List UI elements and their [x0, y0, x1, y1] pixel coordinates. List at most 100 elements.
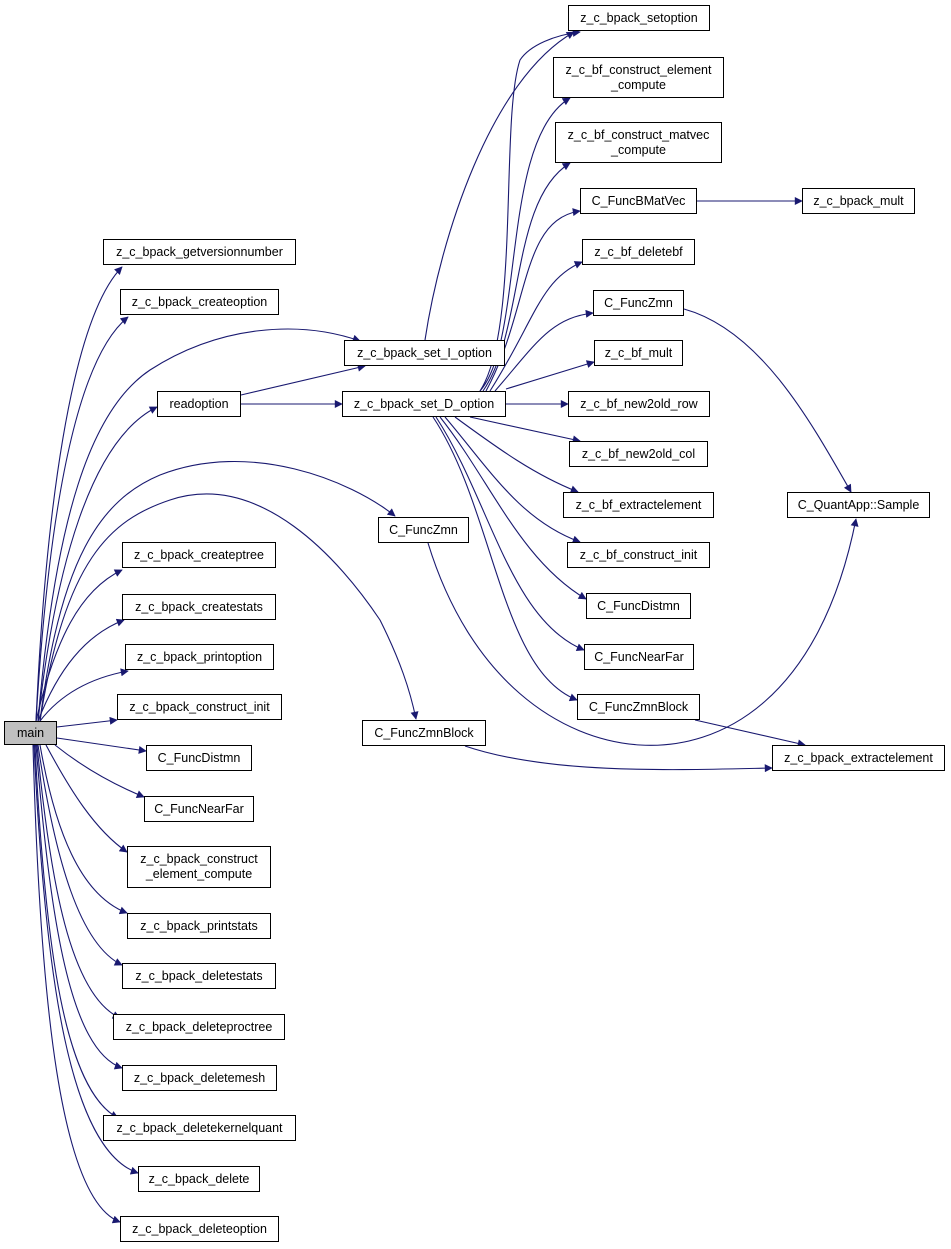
- node-setoption[interactable]: z_c_bpack_setoption: [568, 5, 710, 31]
- node-funcnearfar_r[interactable]: C_FuncNearFar: [584, 644, 694, 670]
- node-label: z_c_bf_mult: [604, 345, 673, 360]
- node-label: z_c_bpack_getversionnumber: [116, 244, 283, 259]
- node-label: z_c_bpack_deletekernelquant: [116, 1120, 283, 1135]
- node-funczmn_r[interactable]: C_FuncZmn: [593, 290, 684, 316]
- node-createstats[interactable]: z_c_bpack_createstats: [122, 594, 276, 620]
- node-label: C_FuncNearFar: [594, 649, 684, 664]
- node-label: z_c_bpack_mult: [813, 193, 904, 208]
- node-bf_cmc[interactable]: z_c_bf_construct_matvec _compute: [555, 122, 722, 163]
- node-bpack_extract[interactable]: z_c_bpack_extractelement: [772, 745, 945, 771]
- edge-set_I-to-setoption: [424, 31, 575, 341]
- edge-readoption-to-set_I: [240, 363, 366, 396]
- edge-set_D-to-bf_n2o_col: [469, 416, 581, 444]
- edge-set_D-to-bf_cinit: [444, 416, 581, 544]
- edge-set_D-to-setoption: [479, 28, 581, 392]
- edge-main-to-delete: [33, 744, 139, 1175]
- node-label: z_c_bpack_createptree: [134, 547, 264, 562]
- node-label: z_c_bpack_deleteoption: [132, 1221, 267, 1236]
- node-bf_cinit[interactable]: z_c_bf_construct_init: [567, 542, 710, 568]
- node-quantapp_sample[interactable]: C_QuantApp::Sample: [787, 492, 930, 518]
- node-label: C_QuantApp::Sample: [797, 497, 920, 512]
- node-label: z_c_bpack_deletestats: [135, 968, 263, 983]
- edge-set_D-to-bf_deletebf: [489, 261, 583, 392]
- edge-set_D-to-bf_mult: [505, 360, 595, 390]
- node-set_I[interactable]: z_c_bpack_set_I_option: [344, 340, 505, 366]
- node-label: z_c_bf_construct_element _compute: [565, 62, 712, 92]
- edge-funczmnblock_r-to-bpack_extract: [694, 719, 806, 748]
- node-main[interactable]: main: [4, 721, 57, 745]
- edge-main-to-readoption: [37, 406, 158, 722]
- node-label: C_FuncNearFar: [154, 801, 244, 816]
- node-bf_n2o_col[interactable]: z_c_bf_new2old_col: [569, 441, 708, 467]
- edge-main-to-construct_init: [56, 716, 118, 728]
- node-deletekernelquant[interactable]: z_c_bpack_deletekernelquant: [103, 1115, 296, 1141]
- node-bf_mult[interactable]: z_c_bf_mult: [594, 340, 683, 366]
- node-funcdistmn_r[interactable]: C_FuncDistmn: [586, 593, 691, 619]
- node-label: z_c_bpack_printstats: [140, 918, 258, 933]
- node-label: z_c_bpack_deleteproctree: [125, 1019, 273, 1034]
- node-label: C_FuncZmn: [604, 295, 673, 310]
- node-createptree[interactable]: z_c_bpack_createptree: [122, 542, 276, 568]
- node-label: z_c_bf_construct_matvec _compute: [567, 127, 710, 157]
- node-funczmn_mid[interactable]: C_FuncZmn: [378, 517, 469, 543]
- node-label: z_c_bpack_printoption: [136, 649, 263, 664]
- edge-set_D-to-bf_extract: [454, 416, 579, 494]
- node-label: readoption: [169, 396, 229, 411]
- node-label: z_c_bf_construct_init: [579, 547, 698, 562]
- edge-main-to-funczmnblock_mid: [39, 493, 419, 722]
- node-label: z_c_bpack_setoption: [580, 10, 698, 25]
- edge-main-to-set_I: [37, 328, 361, 722]
- node-construct_elem[interactable]: z_c_bpack_construct _element_compute: [127, 846, 271, 888]
- node-createoption[interactable]: z_c_bpack_createoption: [120, 289, 279, 315]
- node-printoption[interactable]: z_c_bpack_printoption: [125, 644, 274, 670]
- node-deletemesh[interactable]: z_c_bpack_deletemesh: [122, 1065, 277, 1091]
- node-funcnearfar_l[interactable]: C_FuncNearFar: [144, 796, 254, 822]
- node-deletestats[interactable]: z_c_bpack_deletestats: [122, 963, 276, 989]
- node-bf_n2o_row[interactable]: z_c_bf_new2old_row: [568, 391, 710, 417]
- node-label: z_c_bpack_createoption: [131, 294, 268, 309]
- edge-main-to-printstats: [39, 744, 128, 915]
- node-label: z_c_bpack_createstats: [135, 599, 263, 614]
- edge-main-to-createstats: [37, 618, 125, 722]
- node-label: C_FuncZmn: [389, 522, 458, 537]
- edge-set_D-to-funczmnblock_r: [432, 416, 578, 702]
- node-construct_init[interactable]: z_c_bpack_construct_init: [117, 694, 282, 720]
- node-label: z_c_bf_deletebf: [594, 244, 683, 259]
- node-printstats[interactable]: z_c_bpack_printstats: [127, 913, 271, 939]
- node-label: C_FuncZmnBlock: [588, 699, 689, 714]
- node-label: z_c_bpack_delete: [148, 1171, 250, 1186]
- node-bpack_mult[interactable]: z_c_bpack_mult: [802, 188, 915, 214]
- node-label: main: [16, 725, 45, 740]
- node-label: z_c_bpack_set_I_option: [357, 345, 492, 360]
- node-readoption[interactable]: readoption: [157, 391, 241, 417]
- node-funczmnblock_mid[interactable]: C_FuncZmnBlock: [362, 720, 486, 746]
- node-delete[interactable]: z_c_bpack_delete: [138, 1166, 260, 1192]
- node-label: z_c_bf_extractelement: [575, 497, 702, 512]
- edge-main-to-deleteproctree: [36, 744, 121, 1019]
- node-funcdistmn_l[interactable]: C_FuncDistmn: [146, 745, 252, 771]
- node-label: C_FuncZmnBlock: [374, 725, 474, 740]
- node-deleteoption[interactable]: z_c_bpack_deleteoption: [120, 1216, 279, 1242]
- node-label: C_FuncBMatVec: [591, 193, 686, 208]
- edge-main-to-createoption: [35, 316, 129, 722]
- node-getversion[interactable]: z_c_bpack_getversionnumber: [103, 239, 296, 265]
- node-label: z_c_bpack_extractelement: [784, 750, 933, 765]
- node-deleteproctree[interactable]: z_c_bpack_deleteproctree: [113, 1014, 285, 1040]
- node-bf_deletebf[interactable]: z_c_bf_deletebf: [582, 239, 695, 265]
- node-funczmnblock_r[interactable]: C_FuncZmnBlock: [577, 694, 700, 720]
- edge-main-to-getversion: [35, 266, 123, 722]
- node-label: z_c_bf_new2old_row: [580, 396, 698, 411]
- node-funcbmatvec[interactable]: C_FuncBMatVec: [580, 188, 697, 214]
- node-label: C_FuncDistmn: [597, 598, 680, 613]
- edge-main-to-funcdistmn_l: [56, 737, 147, 754]
- edge-main-to-deletemesh: [35, 744, 123, 1070]
- node-bf_extract[interactable]: z_c_bf_extractelement: [563, 492, 714, 518]
- node-label: z_c_bpack_construct_init: [129, 699, 270, 714]
- edge-main-to-printoption: [39, 668, 129, 722]
- node-bf_cec[interactable]: z_c_bf_construct_element _compute: [553, 57, 724, 98]
- node-set_D[interactable]: z_c_bpack_set_D_option: [342, 391, 506, 417]
- edge-funczmn_mid-to-quantapp_sample: [427, 518, 859, 746]
- edge-main-to-construct_elem: [45, 744, 128, 853]
